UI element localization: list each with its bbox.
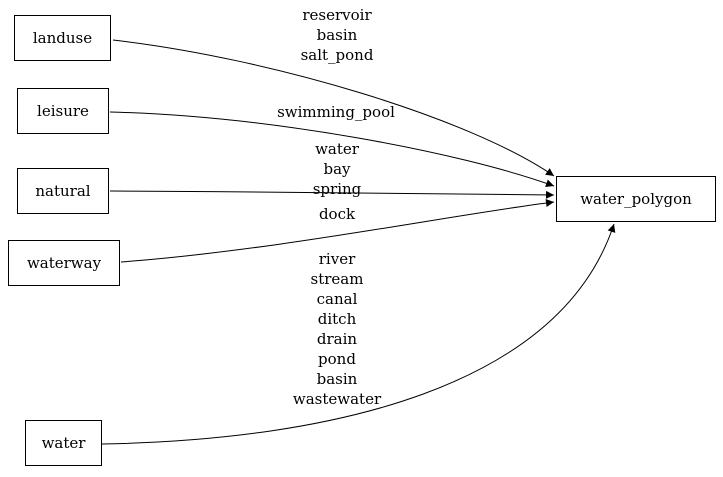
- edge-natural-water_polygon: [109, 190, 555, 199]
- edge-label-waterway: dock: [318, 205, 356, 223]
- edge-label-water: river stream canal ditch drain pond basi…: [292, 250, 382, 408]
- edge-waterway-water_polygon: [120, 199, 555, 263]
- edge-water-water_polygon: [101, 223, 616, 445]
- edge-label-natural: water bay spring: [312, 140, 362, 198]
- edge-label-landuse: reservoir basin salt_pond: [300, 6, 374, 64]
- node-waterway: waterway: [8, 240, 120, 286]
- edge-landuse-water_polygon: [112, 39, 555, 177]
- node-leisure: leisure: [17, 88, 109, 134]
- node-landuse: landuse: [14, 15, 111, 61]
- node-water_polygon: water_polygon: [556, 176, 716, 222]
- edge-label-leisure: swimming_pool: [277, 103, 395, 121]
- node-water: water: [25, 420, 102, 466]
- edge-leisure-water_polygon: [109, 111, 555, 188]
- node-natural: natural: [17, 168, 109, 214]
